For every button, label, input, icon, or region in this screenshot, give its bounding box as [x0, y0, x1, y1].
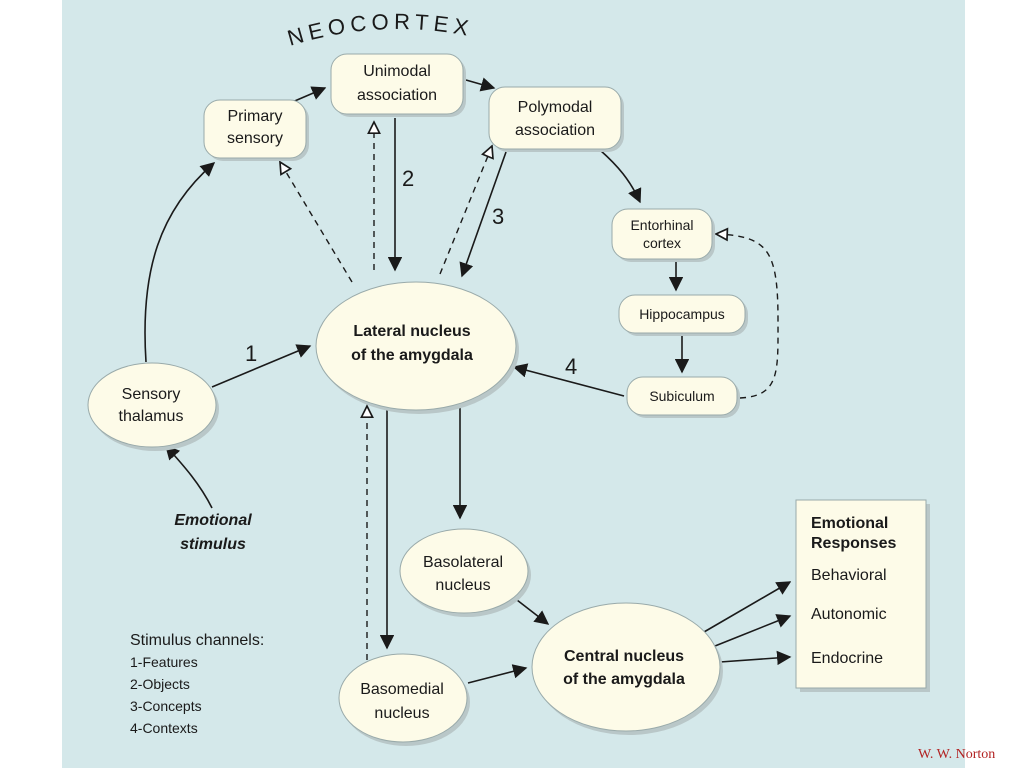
legend-item-1: 1-Features [130, 654, 198, 670]
central-line1: Central nucleus [564, 648, 684, 665]
unimodal-line1: Unimodal [363, 63, 431, 80]
legend-item-3: 3-Concepts [130, 698, 202, 714]
channel-number-1: 1 [245, 341, 257, 366]
arrow-central-to-endocrine [719, 650, 792, 666]
basomedial-line1: Basomedial [360, 681, 444, 698]
basolateral-line2: nucleus [435, 577, 490, 594]
node-entorhinal-cortex: Entorhinal cortex [611, 208, 715, 262]
channel-number-3: 3 [492, 204, 504, 229]
publisher-credit: W. W. Norton [918, 747, 995, 762]
basomedial-line2: nucleus [374, 705, 429, 722]
node-sensory-thalamus: Sensory thalamus [87, 362, 219, 451]
legend-title: Stimulus channels: [130, 632, 264, 649]
unimodal-line2: association [357, 87, 437, 104]
emotional-stimulus-line1: Emotional [174, 512, 252, 529]
entorhinal-line2: cortex [643, 235, 681, 251]
responses-title-line1: Emotional [811, 515, 888, 532]
dashed-lateral-to-polymodal [439, 146, 492, 275]
polymodal-line2: association [515, 122, 595, 139]
arrow-thalamus-to-lateral [211, 344, 312, 388]
legend-item-4: 4-Contexts [130, 720, 198, 736]
subiculum-label: Subiculum [649, 388, 714, 404]
basolateral-line1: Basolateral [423, 554, 503, 571]
arrow-subiculum-to-lateral [512, 363, 625, 397]
dashed-subiculum-to-entorhinal [716, 234, 779, 399]
arrow-thalamus-to-primary-sensory [144, 162, 216, 363]
primary-sensory-line1: Primary [227, 108, 282, 125]
node-lateral-nucleus: Lateral nucleus of the amygdala [315, 281, 519, 414]
node-hippocampus: Hippocampus [618, 294, 748, 336]
arrow-basomedial-to-central [467, 664, 528, 684]
legend-item-2: 2-Objects [130, 676, 190, 692]
node-unimodal-association: Unimodal association [330, 53, 466, 117]
arrow-polymodal-to-entorhinal [599, 149, 642, 204]
responses-title-line2: Responses [811, 535, 896, 552]
channel-number-2: 2 [402, 166, 414, 191]
stimulus-channels-legend: Stimulus channels: 1-Features 2-Objects … [130, 632, 264, 736]
node-basomedial-nucleus: Basomedial nucleus [338, 653, 470, 746]
thalamus-line2: thalamus [119, 408, 184, 425]
emotional-responses-box: Emotional Responses Behavioral Autonomic… [795, 499, 930, 692]
node-basolateral-nucleus: Basolateral nucleus [399, 528, 531, 617]
lateral-line2: of the amygdala [351, 347, 473, 364]
node-subiculum: Subiculum [626, 376, 740, 418]
response-behavioral: Behavioral [811, 567, 887, 584]
polymodal-line1: Polymodal [518, 99, 593, 116]
central-line2: of the amygdala [563, 671, 685, 688]
response-endocrine: Endocrine [811, 650, 883, 667]
arrow-stimulus-to-thalamus [165, 444, 213, 509]
entorhinal-line1: Entorhinal [630, 217, 693, 233]
channel-number-4: 4 [565, 354, 577, 379]
arrow-unimodal-to-polymodal [465, 77, 496, 92]
arrow-basolateral-to-central [516, 599, 550, 625]
dashed-lateral-to-primary [280, 162, 353, 283]
arrow-central-to-autonomic [714, 614, 792, 647]
hippocampus-label: Hippocampus [639, 306, 725, 322]
arrow-central-to-behavioral [703, 581, 792, 633]
primary-sensory-line2: sensory [227, 130, 283, 147]
lateral-line1: Lateral nucleus [353, 323, 470, 340]
emotional-stimulus-line2: stimulus [180, 536, 246, 553]
node-polymodal-association: Polymodal association [488, 86, 624, 152]
connections [144, 77, 792, 684]
node-primary-sensory: Primary sensory [203, 99, 309, 161]
node-central-nucleus: Central nucleus of the amygdala [531, 602, 723, 735]
feedback-connections [280, 122, 779, 660]
thalamus-line1: Sensory [122, 386, 181, 403]
arrow-polymodal-to-lateral [459, 151, 507, 278]
arrow-primary-to-unimodal [289, 86, 327, 104]
response-autonomic: Autonomic [811, 606, 887, 623]
